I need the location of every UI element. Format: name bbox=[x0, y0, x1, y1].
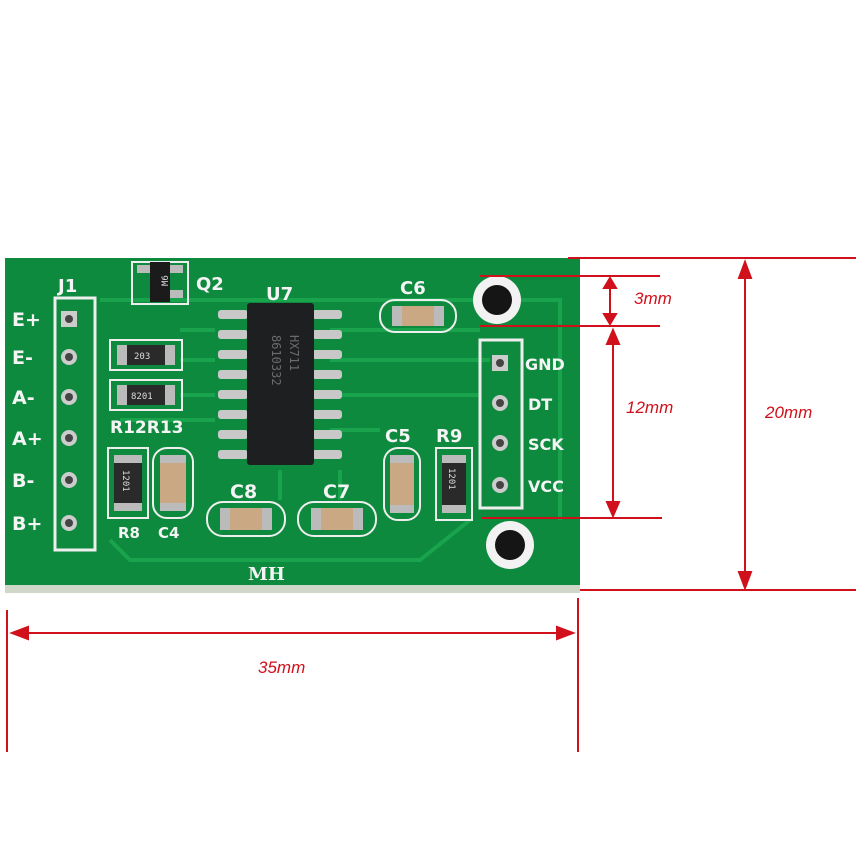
pcb-edge bbox=[5, 585, 580, 593]
mh-logo: MH bbox=[248, 564, 285, 585]
dimension-height: 20mm bbox=[764, 403, 812, 422]
c4-label: C4 bbox=[158, 524, 179, 542]
dimension-lines bbox=[6, 257, 856, 752]
j1-pads bbox=[61, 311, 77, 531]
capacitor-c4 bbox=[160, 455, 186, 511]
capacitor-c5 bbox=[390, 455, 414, 513]
header-pin-vcc: VCC bbox=[528, 477, 564, 496]
header-outline bbox=[478, 338, 524, 510]
r8-label: R8 bbox=[118, 524, 140, 542]
capacitor-c8 bbox=[220, 508, 272, 530]
dimension-header-span: 12mm bbox=[626, 398, 673, 417]
pin-label-b-minus: B- bbox=[12, 470, 34, 492]
hx711-chip bbox=[247, 303, 314, 465]
pcb-traces bbox=[100, 298, 562, 562]
resistor-r8 bbox=[114, 455, 142, 511]
c7-label: C7 bbox=[323, 481, 350, 503]
pin-label-a-plus: A+ bbox=[12, 428, 43, 450]
j1-label: J1 bbox=[56, 276, 77, 297]
dimension-width: 35mm bbox=[258, 658, 305, 677]
header-pin-dt: DT bbox=[528, 395, 552, 414]
resistor-r9 bbox=[442, 455, 466, 513]
r13-code: 8201 bbox=[131, 392, 153, 402]
dimension-hole-spacing: 3mm bbox=[634, 289, 672, 308]
header-pin-gnd: GND bbox=[525, 355, 565, 374]
transistor-q2 bbox=[150, 262, 170, 302]
c5-label: C5 bbox=[385, 426, 411, 447]
chip-marking-lot: 8610332 bbox=[269, 335, 283, 386]
j1-outline bbox=[53, 296, 97, 552]
r9-code: 1201 bbox=[446, 468, 456, 490]
chip-marking-model: HX711 bbox=[287, 335, 301, 371]
u7-label: U7 bbox=[266, 284, 293, 305]
header-pin-sck: SCK bbox=[528, 435, 564, 454]
resistor-r13 bbox=[117, 385, 175, 405]
r8-code: 1201 bbox=[120, 470, 130, 492]
pin-label-e-minus: E- bbox=[12, 347, 33, 369]
q2-label: Q2 bbox=[196, 274, 224, 295]
pin-label-a-minus: A- bbox=[12, 387, 35, 409]
c6-label: C6 bbox=[400, 278, 426, 299]
q2-marking: M6 bbox=[161, 275, 171, 286]
r9-label: R9 bbox=[436, 426, 462, 447]
pin-label-e-plus: E+ bbox=[12, 309, 41, 331]
resistor-r12 bbox=[117, 345, 175, 365]
pin-label-b-plus: B+ bbox=[12, 513, 42, 535]
chip-pins bbox=[218, 310, 342, 459]
r12-code: 203 bbox=[134, 352, 150, 362]
capacitor-c6 bbox=[392, 306, 444, 326]
header-pads bbox=[492, 355, 508, 493]
capacitor-c7 bbox=[311, 508, 363, 530]
c8-label: C8 bbox=[230, 481, 257, 503]
r12r13-label: R12R13 bbox=[110, 418, 184, 438]
